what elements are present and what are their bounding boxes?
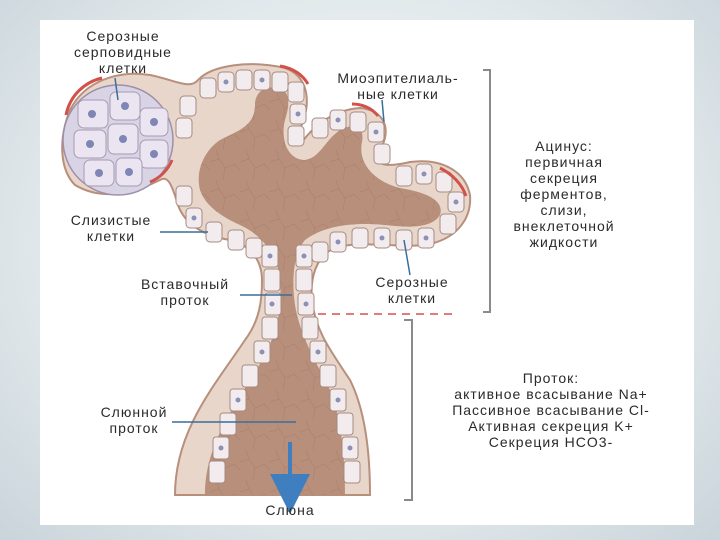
- label-line: ные клетки: [318, 86, 478, 102]
- label-line: Слюнной: [84, 404, 184, 420]
- label-line: клетки: [362, 290, 462, 306]
- label-mucous-cells: Слизистые клетки: [56, 212, 166, 244]
- label-line: Серозные: [362, 274, 462, 290]
- label-serous-demilune: Серозные серповидные клетки: [58, 28, 188, 76]
- label-duct: Проток: активное всасывание Na+ Пассивно…: [416, 370, 686, 450]
- label-line: слизи,: [494, 202, 634, 218]
- label-serous-cells: Серозные клетки: [362, 274, 462, 306]
- label-line: Вставочный: [130, 276, 240, 292]
- label-line: Ацинус:: [494, 138, 634, 154]
- label-myoepithelial: Миоэпителиаль- ные клетки: [318, 70, 478, 102]
- label-line: внеклеточной: [494, 218, 634, 234]
- acinus-bracket: [483, 70, 490, 312]
- label-line: ферментов,: [494, 186, 634, 202]
- label-line: секреция: [494, 170, 634, 186]
- label-line: жидкости: [494, 234, 634, 250]
- label-line: активное всасывание Na+: [416, 386, 686, 402]
- label-line: серповидные: [58, 44, 188, 60]
- label-line: Миоэпителиаль-: [318, 70, 478, 86]
- label-line: Слюна: [250, 502, 330, 518]
- label-line: первичная: [494, 154, 634, 170]
- label-acinus: Ацинус: первичная секреция ферментов, сл…: [494, 138, 634, 250]
- label-line: клетки: [56, 228, 166, 244]
- label-line: Проток:: [416, 370, 686, 386]
- label-line: Серозные: [58, 28, 188, 44]
- label-line: Слизистые: [56, 212, 166, 228]
- label-line: проток: [84, 420, 184, 436]
- label-salivary-duct: Слюнной проток: [84, 404, 184, 436]
- label-intercalated-duct: Вставочный проток: [130, 276, 240, 308]
- label-saliva: Слюна: [250, 502, 330, 518]
- label-line: проток: [130, 292, 240, 308]
- label-line: Секреция HCO3-: [416, 434, 686, 450]
- label-line: Активная секреция K+: [416, 418, 686, 434]
- label-line: клетки: [58, 60, 188, 76]
- label-line: Пассивное всасывание Cl-: [416, 402, 686, 418]
- duct-bracket: [404, 320, 412, 500]
